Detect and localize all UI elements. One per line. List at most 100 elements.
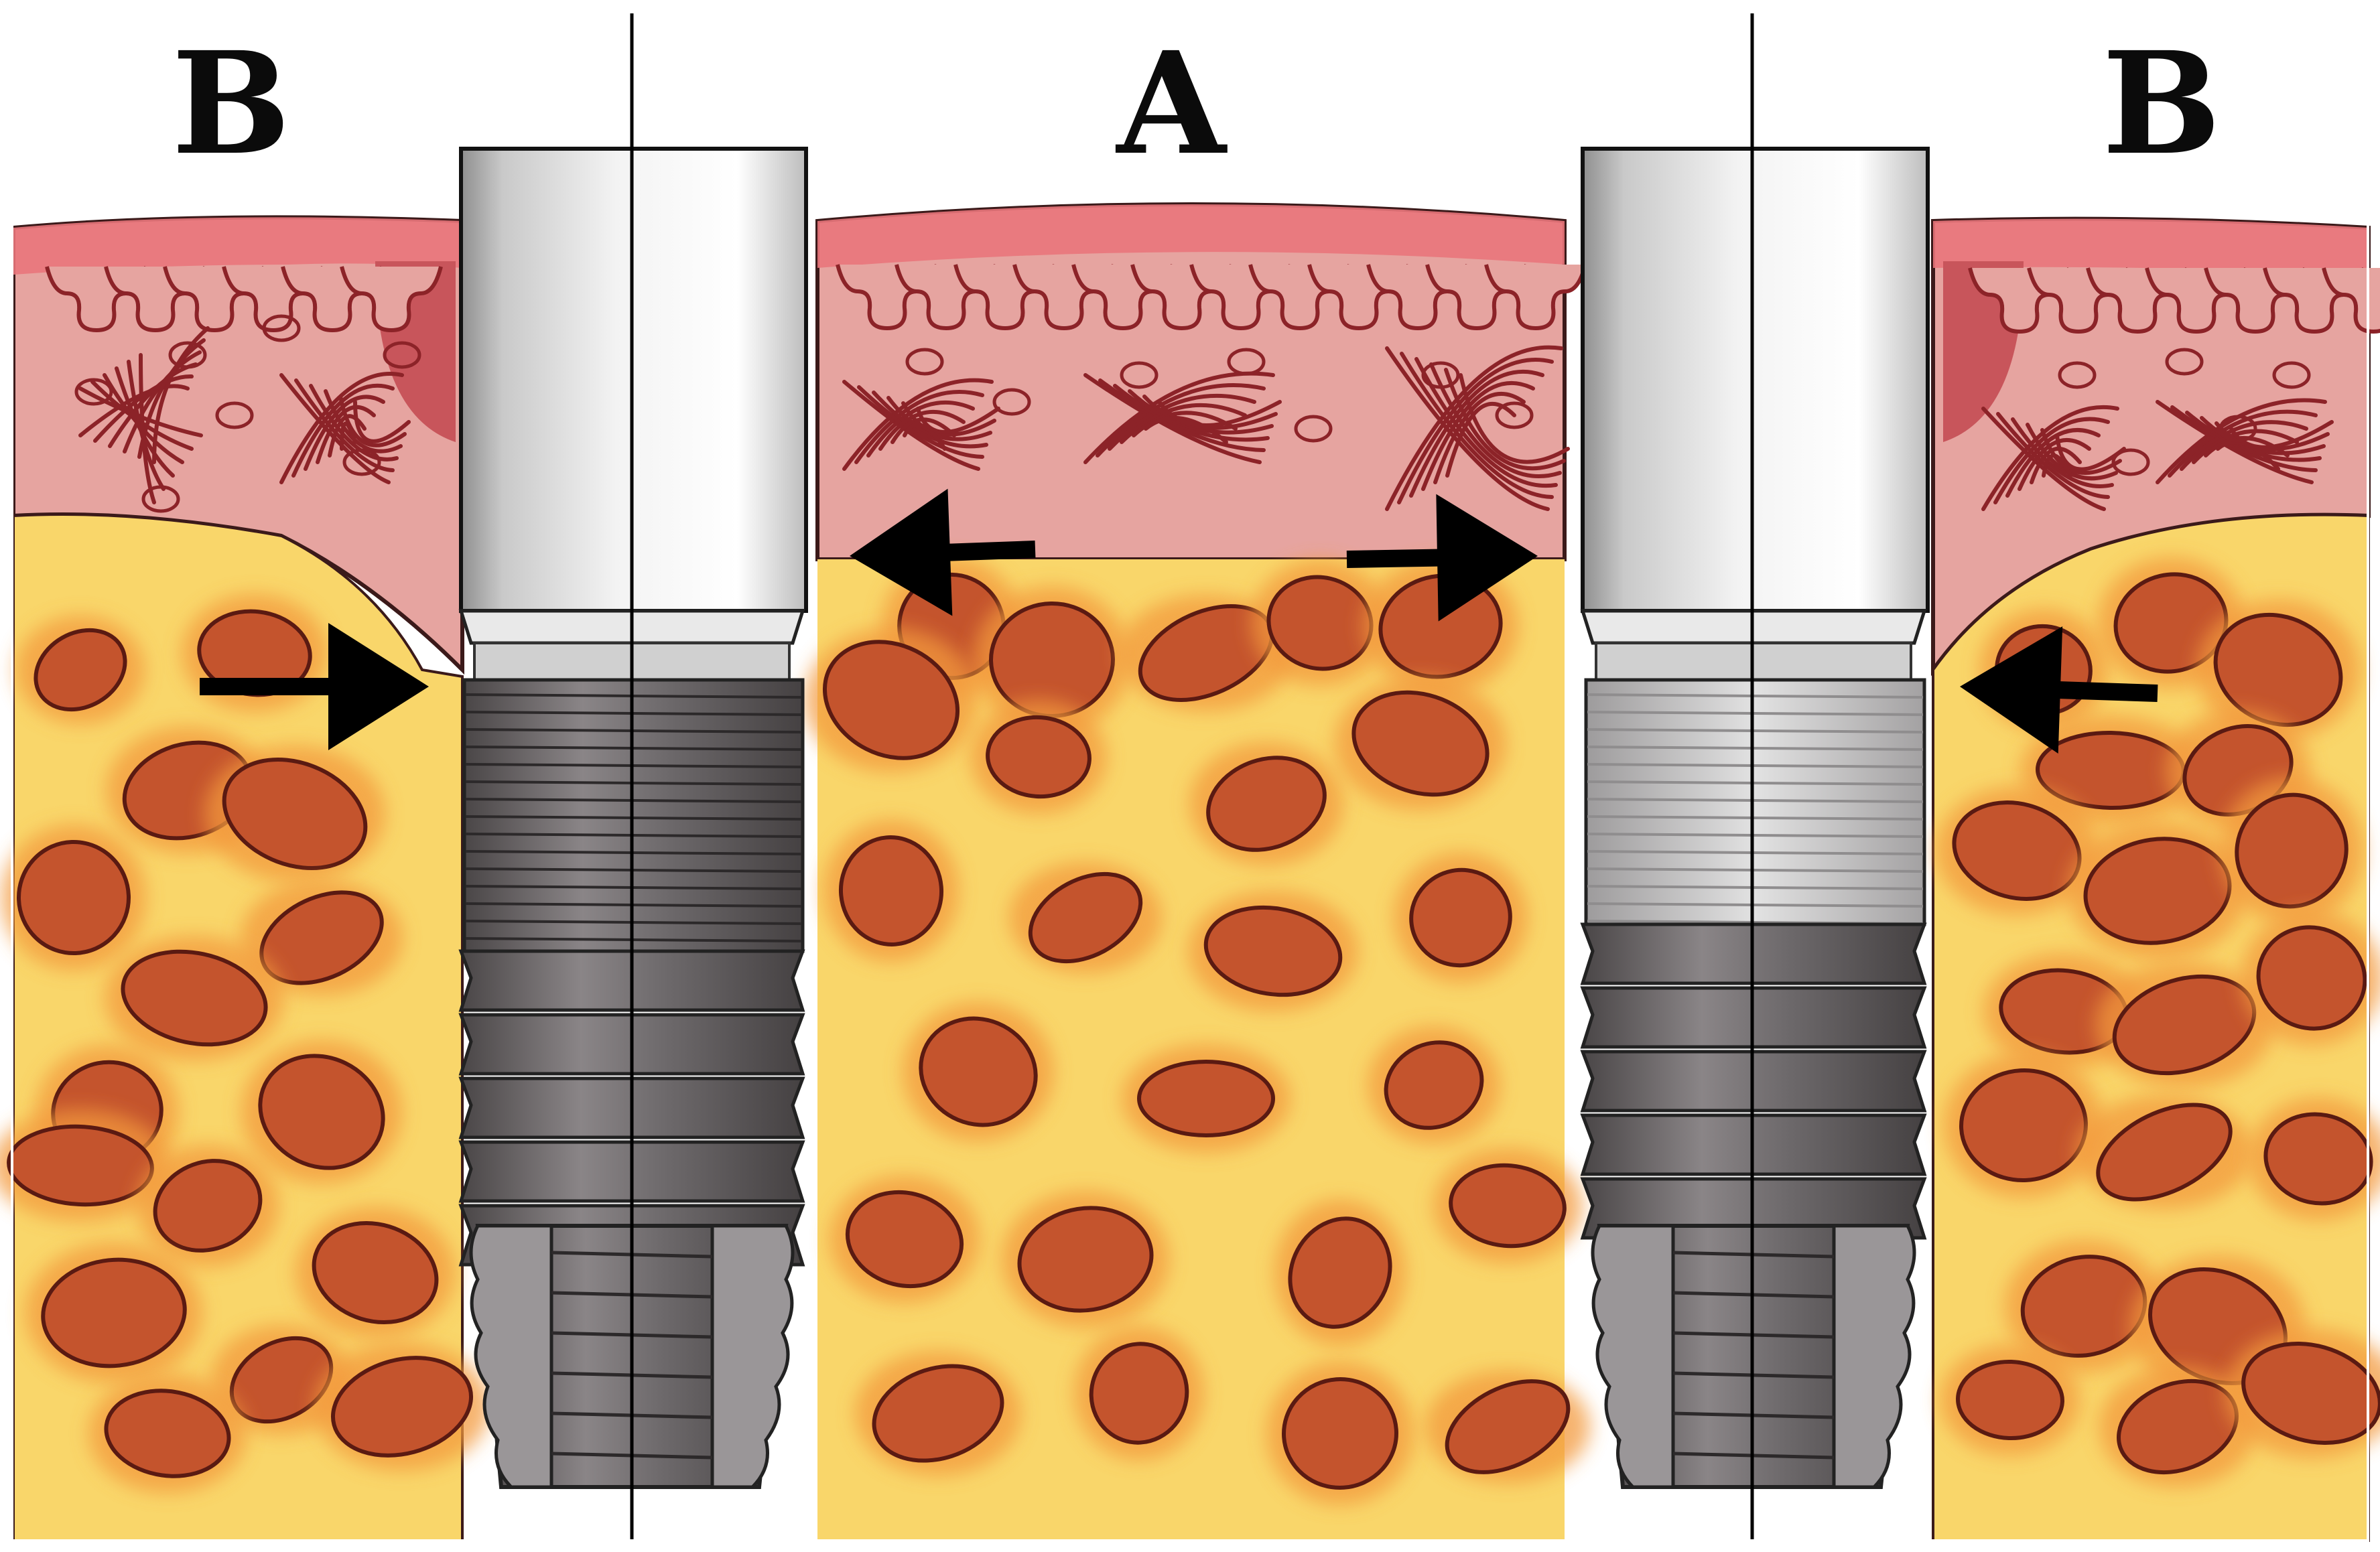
- cell: [2058, 361, 2097, 389]
- microthread: [1587, 867, 1924, 873]
- fiber: [2018, 437, 2091, 491]
- microthread: [1587, 746, 1924, 751]
- marrow-space: [1449, 1163, 1567, 1249]
- tissue-arrow: [1346, 494, 1538, 622]
- rete-ridge: [1484, 264, 1587, 331]
- rete-ridge: [340, 266, 443, 333]
- fiber: [2005, 428, 2101, 498]
- fiber: [1459, 373, 1570, 464]
- bone: [0, 513, 2380, 1542]
- marrow-space: [822, 640, 960, 760]
- marrow-space: [2096, 1103, 2233, 1202]
- fiber: [2156, 400, 2314, 484]
- marrow-space: [1959, 1068, 2088, 1183]
- microthread: [1587, 850, 1924, 855]
- fiber: [279, 373, 391, 484]
- fiber: [1429, 362, 1562, 478]
- fiber: [1400, 352, 1554, 499]
- tissue-arrow: [1960, 626, 2158, 754]
- cell: [141, 485, 180, 513]
- fiber: [1993, 417, 2110, 504]
- fiber: [854, 389, 984, 464]
- fiber: [2055, 433, 2126, 472]
- microthread: [1587, 833, 1924, 838]
- fiber: [2229, 420, 2334, 449]
- marrow-space: [986, 715, 1092, 799]
- cell: [1294, 415, 1333, 443]
- marrow-space: [2113, 572, 2229, 674]
- fiber: [1098, 378, 1266, 452]
- cell: [2219, 415, 2257, 443]
- cell: [2272, 361, 2311, 389]
- marrow-space: [2241, 1341, 2380, 1445]
- marrow-space: [330, 1356, 474, 1458]
- cell: [383, 341, 421, 369]
- fiber: [309, 384, 399, 462]
- marrow-space: [1206, 756, 1327, 852]
- marrow-space: [1017, 1206, 1154, 1313]
- cell: [2111, 448, 2150, 476]
- marrow-space: [121, 949, 268, 1047]
- fiber: [2170, 405, 2318, 472]
- fiber: [2168, 409, 2318, 478]
- marrow-space: [2256, 925, 2367, 1031]
- marrow-space: [104, 1389, 231, 1478]
- region-label-left: B: [172, 21, 291, 186]
- tissue-arrow: [200, 623, 429, 750]
- fiber: [1409, 370, 1544, 498]
- cell: [1495, 401, 1534, 429]
- fiber: [1157, 400, 1282, 427]
- microthread: [1587, 798, 1924, 803]
- microthread: [1587, 711, 1924, 716]
- cell: [992, 388, 1031, 416]
- fiber: [93, 374, 194, 443]
- fiber: [1113, 384, 1270, 442]
- cell: [74, 378, 113, 406]
- fiber: [916, 407, 1000, 434]
- microthread: [1587, 815, 1924, 821]
- apex-cutting-edge-left: [1591, 1224, 1675, 1489]
- fiber: [1414, 357, 1558, 488]
- marrow-space: [258, 1054, 385, 1170]
- fiber: [1433, 392, 1526, 484]
- marrow-space: [41, 1257, 187, 1368]
- fiber: [2042, 453, 2072, 478]
- fiber: [294, 378, 395, 472]
- fiber: [1385, 345, 1563, 511]
- marrow-space: [872, 1364, 1004, 1463]
- fiber: [1981, 407, 2106, 511]
- marrow-space: [1384, 1040, 1484, 1130]
- cell: [342, 448, 381, 476]
- marrow-space: [845, 1190, 964, 1289]
- apex-cutting-edge-right: [1832, 1224, 1916, 1489]
- marrow-space: [1282, 1377, 1398, 1490]
- fiber: [139, 353, 156, 504]
- soft-tissue: [11, 202, 2380, 677]
- marrow-space: [222, 758, 368, 870]
- fiber: [857, 385, 984, 459]
- microthread: [1587, 885, 1924, 890]
- marrow-space: [838, 835, 944, 946]
- region-label-right: B: [2102, 21, 2221, 186]
- microthread: [1587, 728, 1924, 733]
- fiber: [353, 400, 411, 443]
- marrow-space: [1378, 573, 1503, 679]
- fiber: [842, 378, 994, 471]
- fiber: [1128, 389, 1274, 435]
- cell: [1227, 348, 1266, 376]
- microthread: [1587, 780, 1924, 786]
- fiber: [1385, 346, 1550, 511]
- marrow-space: [1445, 1379, 1571, 1474]
- marrow-space: [1351, 690, 1490, 797]
- fiber: [1421, 380, 1535, 491]
- cell: [2165, 348, 2204, 376]
- marrow-space: [312, 1220, 439, 1325]
- rete-ridge: [2322, 267, 2380, 334]
- fiber: [152, 326, 210, 464]
- fiber: [1996, 412, 2110, 499]
- fiber: [338, 395, 407, 447]
- cell: [215, 401, 254, 429]
- marrow-space: [1288, 1216, 1392, 1329]
- epithelium-center: [817, 204, 1565, 268]
- marrow-space: [989, 601, 1115, 719]
